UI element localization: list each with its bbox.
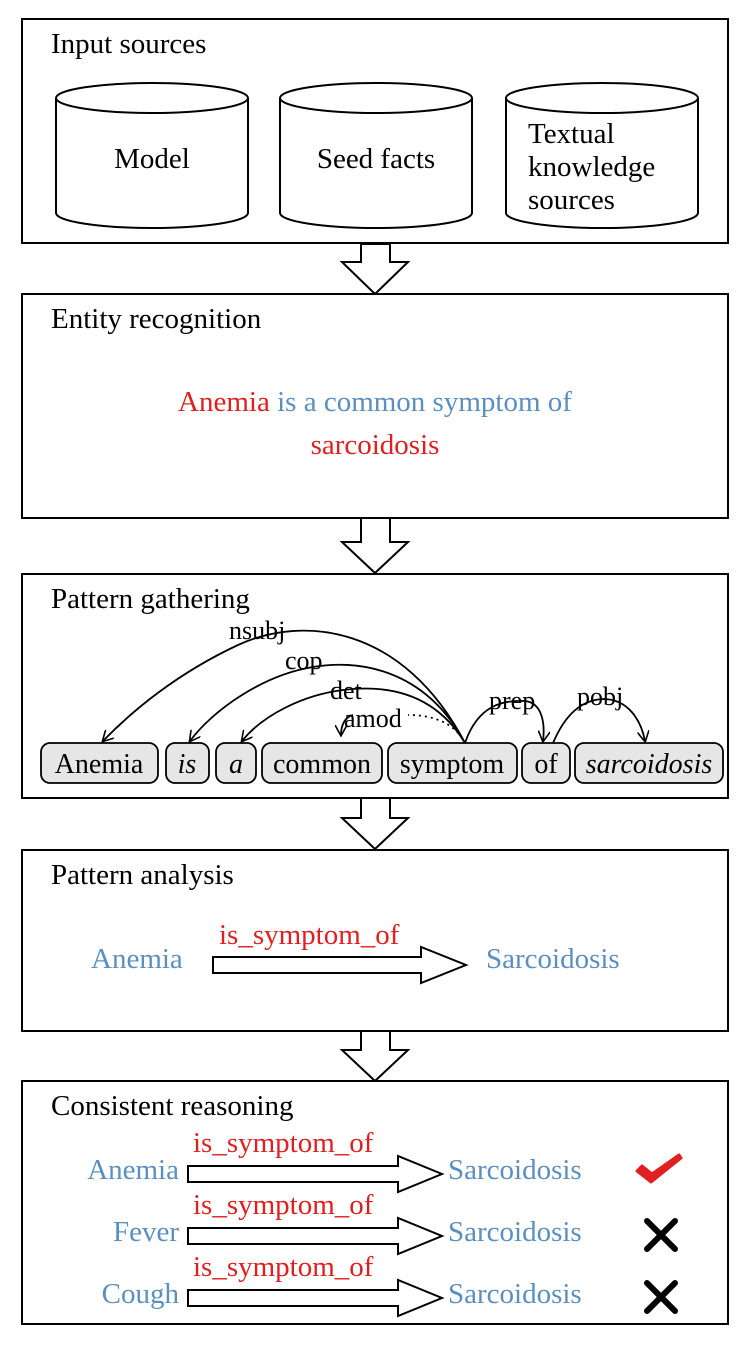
sources-cylinders: [55, 82, 699, 229]
sentence-middle: is a common symptom of: [277, 386, 572, 418]
reasoning-object: Sarcoidosis: [448, 1154, 582, 1186]
analysis-object: Sarcoidosis: [486, 943, 620, 975]
panel-title: Consistent reasoning: [51, 1090, 294, 1122]
label-amod: amod: [344, 704, 402, 733]
source-label-seed-facts: Seed facts: [316, 143, 436, 175]
token-common: common: [273, 749, 371, 780]
reasoning-subject: Cough: [101, 1278, 179, 1310]
cylinder-seed-facts: [279, 82, 473, 229]
arc-cop: [190, 663, 466, 744]
flow-arrow-2: [339, 517, 411, 575]
token-box-symptom: [387, 742, 518, 784]
arc-amod-head: [341, 714, 354, 735]
consistent-reasoning-panel: Consistent reasoning Anemia is_symptom_o…: [21, 1080, 729, 1325]
reasoning-relation: is_symptom_of: [193, 1189, 374, 1221]
pattern-gathering-panel: Pattern gathering nsubj cop det amod pre…: [21, 573, 729, 799]
panel-title: Input sources: [51, 28, 207, 60]
check-icon: [635, 1153, 683, 1184]
cylinder-model: [55, 82, 249, 229]
analysis-relation: is_symptom_of: [219, 919, 400, 951]
input-sources-panel: Input sources Model Seed facts Textual k…: [21, 18, 729, 244]
dependency-parse: nsubj cop det amod prep pobj Anemia is a…: [40, 616, 724, 784]
token-box-is: [165, 742, 210, 784]
reasoning-relation: is_symptom_of: [193, 1251, 374, 1283]
pattern-analysis-panel: Pattern analysis Anemia is_symptom_of Sa…: [21, 849, 729, 1032]
panel-title: Pattern analysis: [51, 859, 234, 891]
panel-title: Pattern gathering: [51, 583, 250, 615]
arc-prep: [464, 700, 544, 743]
reasoning-arrow: [187, 1278, 445, 1318]
source-label-textual: Textual knowledge sources: [528, 118, 656, 216]
analysis-subject: Anemia: [91, 943, 183, 975]
cross-icon: [644, 1280, 678, 1314]
label-cop: cop: [285, 646, 323, 675]
reasoning-subject: Fever: [112, 1216, 179, 1248]
token-a: a: [229, 749, 243, 780]
flow-arrow-1: [339, 243, 411, 296]
token-box-a: [215, 742, 257, 784]
reasoning-object: Sarcoidosis: [448, 1216, 582, 1248]
entity-recognition-panel: Entity recognition Anemia is a common sy…: [21, 293, 729, 519]
arc-amod: [407, 714, 466, 744]
entity-anemia: Anemia: [178, 386, 270, 418]
label-pobj: pobj: [577, 682, 623, 711]
token-box-sarcoidosis: [574, 742, 724, 784]
arc-det: [242, 687, 466, 744]
flow-arrow-4: [339, 1030, 411, 1083]
token-box-anemia: [40, 742, 159, 784]
cross-icon: [644, 1218, 678, 1252]
reasoning-subject: Anemia: [87, 1154, 179, 1186]
cylinder-textual-sources: [505, 82, 699, 229]
flow-arrow-3: [339, 797, 411, 851]
label-det: det: [330, 676, 363, 705]
relation-arrow: [212, 945, 469, 985]
token-box-of: [521, 742, 571, 784]
token-is: is: [178, 749, 197, 780]
arc-pobj: [552, 698, 645, 743]
example-sentence: Anemia is a common symptom of sarcoidosi…: [23, 381, 727, 467]
token-of: of: [534, 749, 558, 780]
label-nsubj: nsubj: [229, 616, 285, 645]
reasoning-object: Sarcoidosis: [448, 1278, 582, 1310]
reasoning-relation: is_symptom_of: [193, 1127, 374, 1159]
label-prep: prep: [489, 686, 535, 715]
reasoning-arrow: [187, 1216, 445, 1256]
arc-nsubj: [103, 629, 466, 744]
token-anemia: Anemia: [55, 749, 144, 780]
source-label-model: Model: [114, 143, 190, 175]
token-symptom: symptom: [400, 749, 504, 780]
panel-title: Entity recognition: [51, 303, 262, 335]
token-box-common: [261, 742, 383, 784]
entity-sarcoidosis: sarcoidosis: [310, 429, 440, 461]
token-sarcoidosis: sarcoidosis: [586, 749, 713, 780]
reasoning-arrow: [187, 1154, 445, 1194]
